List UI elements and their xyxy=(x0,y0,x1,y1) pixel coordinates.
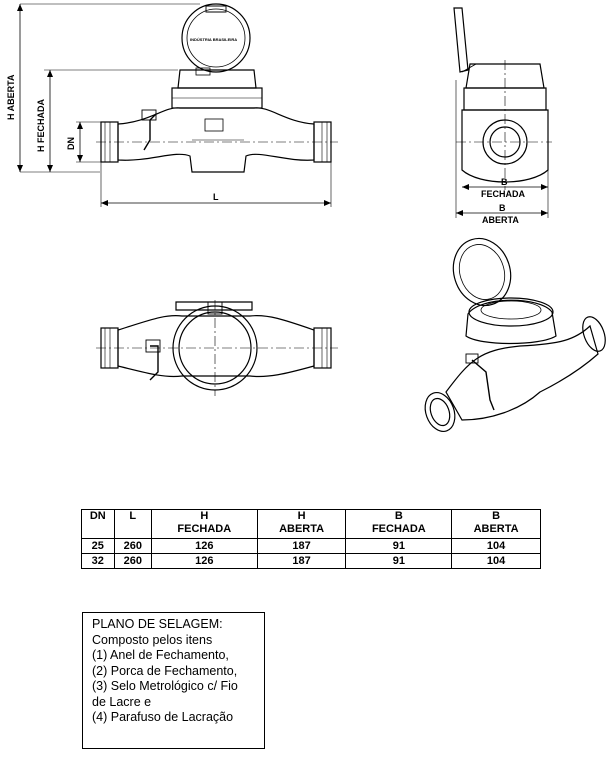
cell-l: 260 xyxy=(113,553,152,569)
arrow-h-aberta-top xyxy=(17,4,23,11)
arrow-b-aberta-right xyxy=(541,210,548,216)
label-h-aberta: H ABERTA xyxy=(6,74,16,120)
cell-b-aberta: 104 xyxy=(451,538,541,554)
isometric-view xyxy=(424,237,606,432)
cell-h-aberta: 187 xyxy=(256,538,347,554)
iso-lid-outer xyxy=(452,237,512,307)
iso-seal-tag xyxy=(465,353,479,364)
technical-drawings: H ABERTA H FECHADA DN L INDÚSTRIA BRASIL… xyxy=(6,3,606,432)
iso-coupling-left-inner xyxy=(429,397,451,427)
top-body xyxy=(117,315,315,378)
arrow-l-left xyxy=(101,200,108,206)
front-seal-nut xyxy=(195,67,211,76)
seal-plan-line: de Lacre e xyxy=(92,694,152,709)
cell-b-aberta: 104 xyxy=(451,553,541,569)
arrow-dn-bottom xyxy=(77,155,83,162)
cell-dn: 32 xyxy=(81,553,115,569)
arrow-h-fechada-bottom xyxy=(47,165,53,172)
seal-plan-line: (3) Selo Metrológico c/ Fio xyxy=(92,679,238,693)
seal-plan-line: Composto pelos itens xyxy=(92,632,213,647)
seal-plan-title: PLANO DE SELAGEM: xyxy=(92,617,223,631)
front-view xyxy=(19,3,338,207)
arrow-h-fechada-top xyxy=(47,70,53,77)
front-register-top xyxy=(177,69,257,89)
cell-h-fechada: 126 xyxy=(150,553,258,569)
label-b-aberta-1: B xyxy=(499,203,506,213)
arrow-dn-top xyxy=(77,122,83,129)
top-seal-tag xyxy=(145,339,161,353)
header-dn: DN xyxy=(81,509,115,539)
table-row: 25 260 126 187 91 104 xyxy=(81,538,541,554)
top-seal-wire xyxy=(149,345,159,381)
arrow-b-fechada-left xyxy=(462,184,469,190)
top-ring-inner xyxy=(178,311,252,385)
iso-register-top xyxy=(468,297,554,327)
header-l: L xyxy=(113,509,152,539)
label-l: L xyxy=(213,192,219,202)
iso-lid-inner xyxy=(458,244,506,300)
side-lid xyxy=(453,7,469,73)
lid-text: INDÚSTRIA BRASILEIRA xyxy=(190,37,237,42)
table-row: 32 260 126 187 91 104 xyxy=(81,553,541,569)
label-b-fechada-2: FECHADA xyxy=(481,189,525,199)
front-lid-outer xyxy=(181,3,251,73)
cell-h-fechada: 126 xyxy=(150,538,258,554)
top-view xyxy=(96,300,338,396)
label-dn: DN xyxy=(66,137,76,150)
cell-b-fechada: 91 xyxy=(345,538,453,554)
cell-l: 260 xyxy=(113,538,152,554)
arrow-l-right xyxy=(324,200,331,206)
front-lid-grip xyxy=(205,5,227,13)
seal-plan-line: (4) Parafuso de Lacração xyxy=(92,710,234,724)
top-lid-edge xyxy=(175,301,253,311)
arrow-b-aberta-left xyxy=(456,210,463,216)
side-view xyxy=(453,7,552,218)
label-h-fechada: H FECHADA xyxy=(36,99,46,152)
label-b-fechada-1: B xyxy=(501,177,508,187)
seal-plan-line: (2) Porca de Fechamento, xyxy=(92,663,238,678)
seal-plan-box: PLANO DE SELAGEM: Composto pelos itens (… xyxy=(82,612,265,749)
front-window xyxy=(204,118,224,132)
seal-plan-line: (1) Anel de Fechamento, xyxy=(92,648,229,662)
front-lid-inner xyxy=(186,8,246,68)
arrow-h-aberta-bottom xyxy=(17,165,23,172)
arrow-b-fechada-right xyxy=(541,184,548,190)
cell-b-fechada: 91 xyxy=(345,553,453,569)
iso-coupling-right xyxy=(582,316,606,352)
iso-seal-wire xyxy=(471,359,495,411)
iso-coupling-left xyxy=(424,392,456,432)
label-b-aberta-2: ABERTA xyxy=(482,215,519,225)
front-seal-tag xyxy=(141,109,157,121)
iso-register xyxy=(465,299,557,345)
cell-h-aberta: 187 xyxy=(256,553,347,569)
iso-body xyxy=(445,324,599,421)
iso-register-face xyxy=(480,300,542,320)
front-seal-wire xyxy=(143,113,157,151)
cell-dn: 25 xyxy=(81,538,115,554)
